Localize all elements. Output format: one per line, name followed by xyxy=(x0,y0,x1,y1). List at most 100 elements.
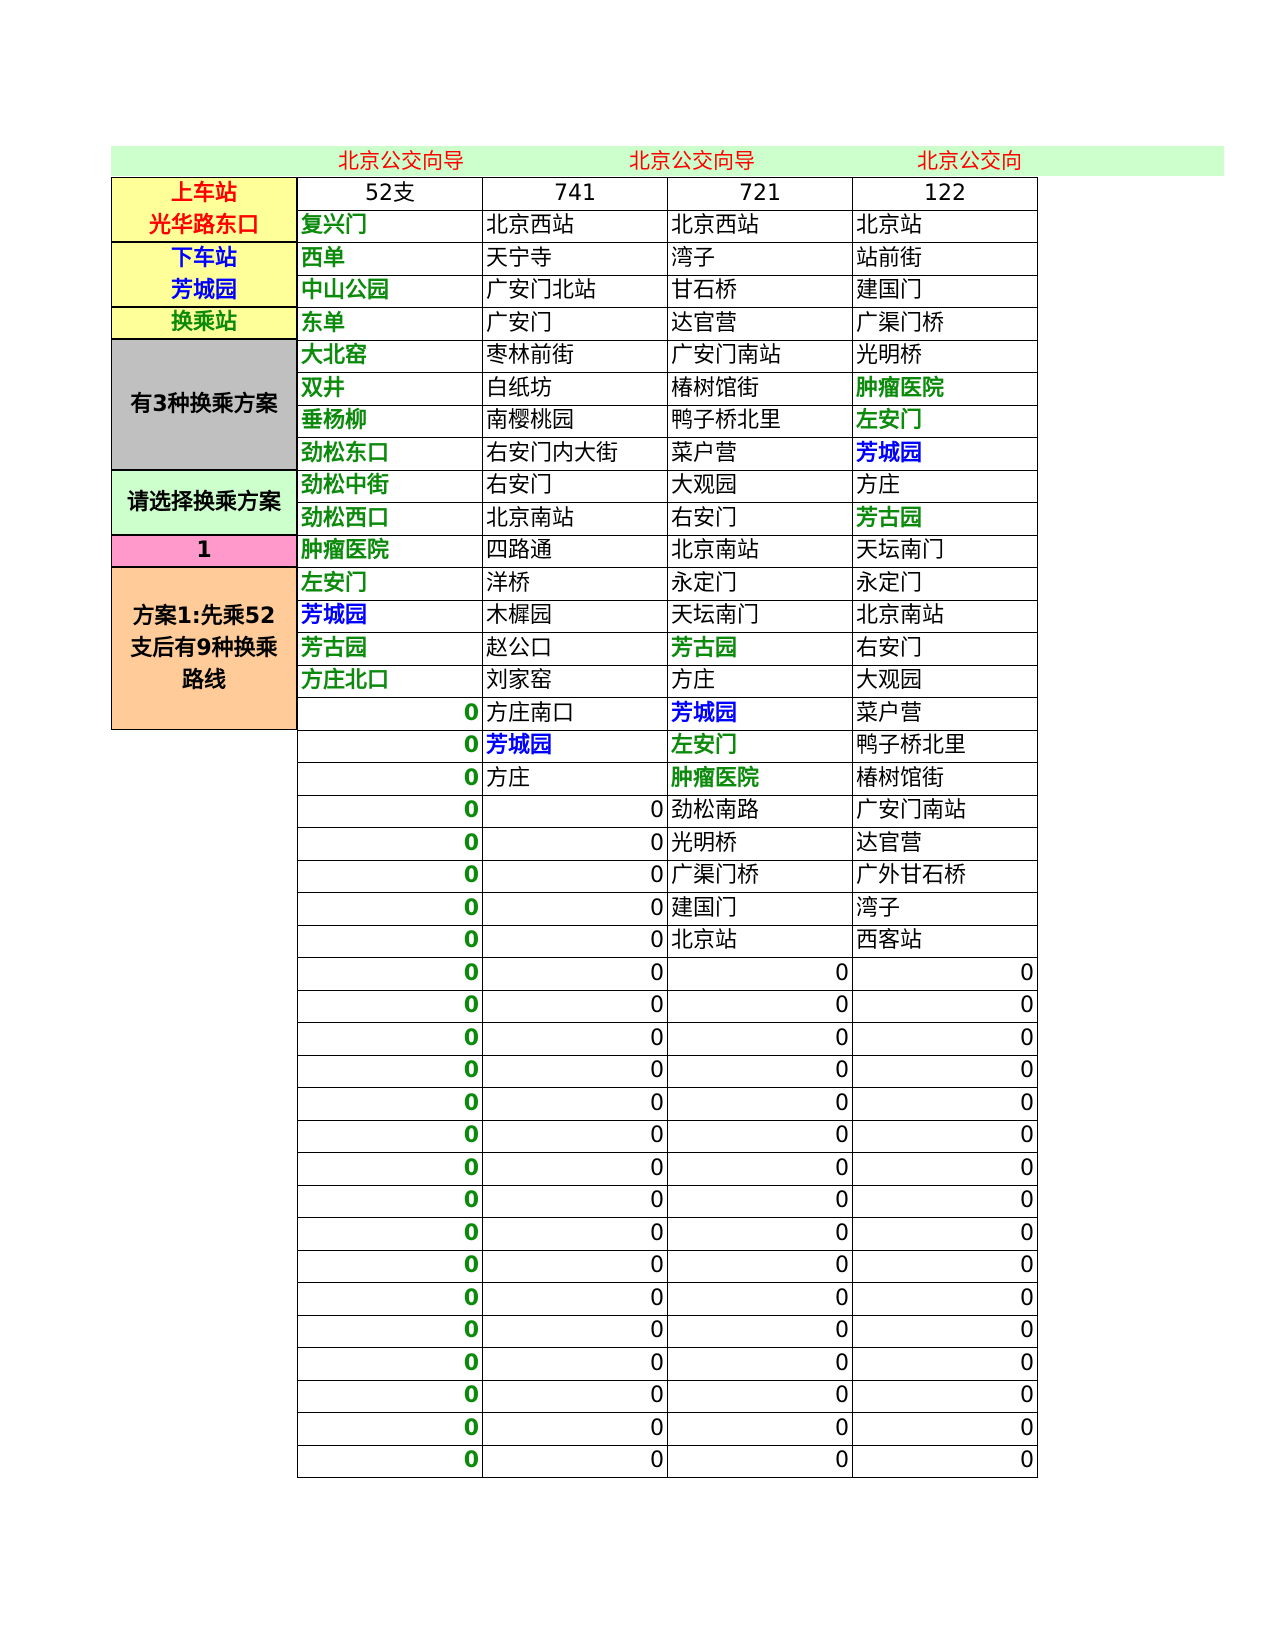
table-cell: 西客站 xyxy=(852,924,1038,958)
table-cell: 广安门北站 xyxy=(482,274,668,308)
table-cell: 0 xyxy=(667,1022,853,1056)
table-cell: 0 xyxy=(852,1444,1038,1478)
cell-text: 0 xyxy=(1020,1448,1034,1474)
table-cell: 0 xyxy=(297,1379,483,1413)
cell-text: 0 xyxy=(463,765,479,791)
cell-text: 0 xyxy=(835,1090,849,1116)
table-cell: 达官营 xyxy=(667,307,853,341)
table-cell: 椿树馆街 xyxy=(667,372,853,406)
table-cell: 站前街 xyxy=(852,242,1038,276)
cell-text: 0 xyxy=(463,700,479,726)
table-cell: 0 xyxy=(667,1054,853,1088)
cell-text: 0 xyxy=(463,895,479,921)
table-cell: 0 xyxy=(667,1217,853,1251)
cell-text: 垂杨柳 xyxy=(301,408,368,434)
table-cell: 刘家窑 xyxy=(482,664,668,698)
cell-text: 右安门 xyxy=(486,473,553,499)
table-row: 中山公园广安门北站甘石桥建国门 xyxy=(297,274,1038,308)
table-cell: 赵公口 xyxy=(482,632,668,666)
table-cell: 广渠门桥 xyxy=(852,307,1038,341)
cell-text: 广渠门桥 xyxy=(671,863,760,889)
cell-text: 东单 xyxy=(301,310,346,336)
table-cell: 0 xyxy=(482,989,668,1023)
cell-text: 0 xyxy=(1020,1188,1034,1214)
table-cell: 劲松中街 xyxy=(297,469,483,503)
table-cell: 0 xyxy=(852,957,1038,991)
table-cell: 0 xyxy=(297,1022,483,1056)
table-cell: 劲松东口 xyxy=(297,437,483,471)
cell-text: 0 xyxy=(1020,1350,1034,1376)
boarding-station: 光华路东口 xyxy=(148,212,259,238)
cell-text: 0 xyxy=(463,1025,479,1051)
cell-text: 赵公口 xyxy=(486,635,553,661)
table-cell: 芳城园 xyxy=(667,697,853,731)
cell-text: 天坛南门 xyxy=(856,538,945,564)
cell-text: 0 xyxy=(463,993,479,1019)
table-cell: 北京南站 xyxy=(852,599,1038,633)
boarding-station-cell[interactable]: 上车站 光华路东口 xyxy=(111,177,297,242)
table-cell: 方庄北口 xyxy=(297,664,483,698)
plan-selector-cell[interactable]: 1 xyxy=(111,535,297,567)
alighting-station-cell[interactable]: 下车站 芳城园 xyxy=(111,242,297,307)
cell-text: 白纸坊 xyxy=(486,375,553,401)
cell-text: 0 xyxy=(835,1253,849,1279)
cell-text: 刘家窑 xyxy=(486,668,553,694)
table-cell: 0 xyxy=(482,1119,668,1153)
cell-text: 北京南站 xyxy=(671,538,760,564)
select-plan-prompt-cell: 请选择换乘方案 xyxy=(111,470,297,535)
table-cell: 0 xyxy=(297,1087,483,1121)
table-cell: 鸭子桥北里 xyxy=(667,404,853,438)
table-cell: 左安门 xyxy=(852,404,1038,438)
table-cell: 0 xyxy=(852,1379,1038,1413)
table-cell: 四路通 xyxy=(482,534,668,568)
cell-text: 0 xyxy=(650,1318,664,1344)
table-cell: 0 xyxy=(667,1282,853,1316)
plan-count-cell: 有3种换乘方案 xyxy=(111,339,297,470)
route-header-cell: 721 xyxy=(667,177,853,211)
cell-text: 0 xyxy=(835,1058,849,1084)
cell-text: 方庄 xyxy=(671,668,716,694)
table-cell: 0 xyxy=(482,794,668,828)
cell-text: 0 xyxy=(1020,1415,1034,1441)
table-cell: 达官营 xyxy=(852,827,1038,861)
cell-text: 0 xyxy=(650,1090,664,1116)
cell-text: 0 xyxy=(650,1025,664,1051)
cell-text: 0 xyxy=(835,960,849,986)
cell-text: 方庄 xyxy=(486,765,531,791)
cell-text: 0 xyxy=(1020,1383,1034,1409)
table-cell: 0 xyxy=(482,1054,668,1088)
table-row: 西单天宁寺湾子站前街 xyxy=(297,242,1038,276)
cell-text: 0 xyxy=(835,1285,849,1311)
cell-text: 0 xyxy=(463,1058,479,1084)
table-cell: 0 xyxy=(667,957,853,991)
title-banner: 北京公交向导 北京公交向导 北京公交向 xyxy=(111,146,1224,176)
cell-text: 0 xyxy=(650,1220,664,1246)
table-cell: 0 xyxy=(297,989,483,1023)
cell-text: 0 xyxy=(650,1253,664,1279)
cell-text: 0 xyxy=(835,1123,849,1149)
cell-text: 0 xyxy=(1020,960,1034,986)
cell-text: 0 xyxy=(835,1448,849,1474)
table-cell: 0 xyxy=(482,1022,668,1056)
cell-text: 0 xyxy=(1020,1090,1034,1116)
cell-text: 0 xyxy=(835,1350,849,1376)
table-cell: 肿瘤医院 xyxy=(297,534,483,568)
cell-text: 0 xyxy=(835,1415,849,1441)
cell-text: 鸭子桥北里 xyxy=(856,733,967,759)
cell-text: 0 xyxy=(650,1350,664,1376)
table-cell: 右安门 xyxy=(482,469,668,503)
cell-text: 芳古园 xyxy=(301,635,368,661)
cell-text: 0 xyxy=(650,1188,664,1214)
cell-text: 0 xyxy=(463,1155,479,1181)
table-cell: 0 xyxy=(297,1347,483,1381)
alighting-station: 芳城园 xyxy=(170,277,237,303)
table-cell: 0 xyxy=(482,892,668,926)
table-cell: 复兴门 xyxy=(297,209,483,243)
